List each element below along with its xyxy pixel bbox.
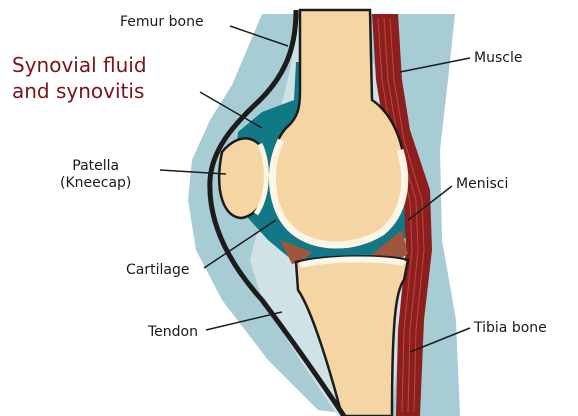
label-patella-line-2: (Kneecap) <box>60 175 131 192</box>
label-muscle: Muscle <box>474 50 522 67</box>
label-patella-line-1: Patella <box>60 158 131 175</box>
label-femur-bone: Femur bone <box>120 14 204 31</box>
label-tibia-bone: Tibia bone <box>474 320 547 337</box>
label-tendon: Tendon <box>148 324 198 341</box>
title-line-1: Synovial fluid <box>12 52 147 78</box>
label-cartilage: Cartilage <box>126 262 189 279</box>
title-line-2: and synovitis <box>12 78 147 104</box>
diagram-title: Synovial fluid and synovitis <box>12 52 147 104</box>
label-patella: Patella (Kneecap) <box>60 158 131 192</box>
label-menisci: Menisci <box>456 176 508 193</box>
